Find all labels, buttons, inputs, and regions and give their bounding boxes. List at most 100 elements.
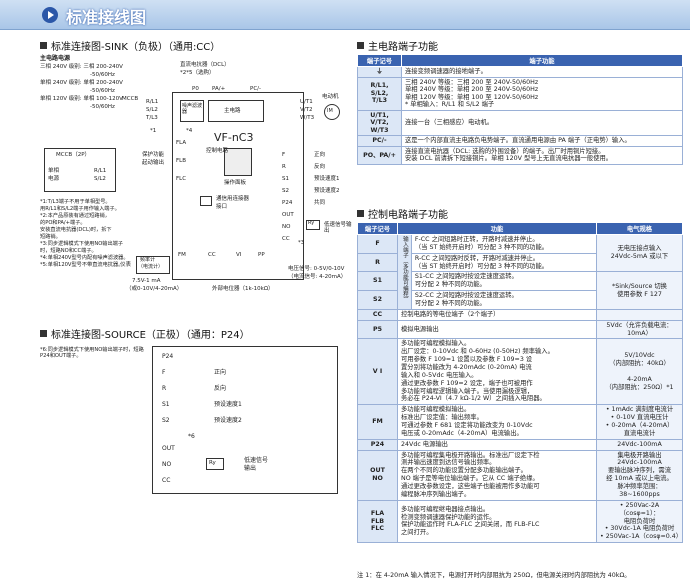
meter-spec-2: （或0-10V/4-20mA） (126, 286, 183, 292)
sink-note-6: 短路销。 (40, 234, 61, 240)
main-terminal-symbol: PO、PA/+ (357, 145, 402, 166)
power-line-4: -50/60Hz (90, 88, 115, 94)
flc-terminal: FLC (176, 176, 187, 182)
function-line: （当 ST 始终开启时）可分配 3 种不同的功能。 (414, 262, 549, 270)
power-title: 主电路电源 (40, 55, 71, 62)
function-line: 置分别将功能改为 4-20mAdc (0-20mA) 电流 (401, 364, 532, 372)
reverse-label: 反向 (314, 164, 326, 170)
dcl-note: *2*5（选购） (180, 70, 215, 76)
function-line: 标准出厂设定值：输出频率。 (401, 414, 483, 422)
main-terminal-symbol: ⏚ (357, 66, 402, 78)
function-line: 三相 240V 等级：三相 200 至 240V-50/60Hz (405, 78, 539, 86)
control-terminal-symbol: V I (357, 338, 398, 406)
cc-terminal: CC (282, 236, 290, 242)
source-cc: CC (162, 477, 171, 484)
meter-spec-1: 7.5V-1 mA (132, 278, 161, 284)
pa-terminal: PA/+ (212, 86, 226, 92)
ctrl-header-term: 端子记号 (357, 222, 398, 235)
meter-icon (136, 256, 170, 274)
fla-terminal: FLA (176, 140, 187, 146)
relay-icon (306, 220, 320, 230)
no-terminal: NO (282, 224, 291, 230)
source-s2: S2 (162, 417, 170, 424)
sink-note-8: 时，短路NO和CC端子。 (40, 248, 97, 254)
potentiometer-label: 外部电位器（1k-10kΩ） (212, 286, 274, 292)
function-line: 可通过参数 F 681 设定将功能改变为 0-10Vdc (401, 422, 533, 430)
source-ry: Ry (209, 460, 216, 466)
square-bullet-icon (357, 42, 364, 49)
function-line: 控制电路的等电位端子（2个端子） (401, 310, 500, 318)
function-line: 之间打开。 (401, 529, 433, 537)
function-line: 连接变频调速器的接地端子。 (405, 68, 487, 75)
connector-label: 通信用连接器 (216, 196, 250, 202)
main-terminal-row: PO、PA/+连接直流电抗器（DCL: 选购的外围设备）的端子。出厂时用铜片短接… (357, 145, 683, 166)
source-p24: P24 (162, 353, 174, 360)
function-line: 模拟电源输出 (401, 325, 439, 333)
control-terminal-function: 多功能可编程模拟输入。出厂设定：0-10Vdc 和 0-60Hz (0-50Hz… (397, 338, 597, 406)
motor-label: 电动机 (322, 94, 339, 100)
source-note: *6:同步逻辑模式下使用NO输出端子时，短路P24和OUT端子。 (40, 347, 144, 359)
dcl-label: 直流电抗器（DCL） (180, 62, 230, 68)
source-reverse: 反向 (214, 385, 227, 392)
function-line: 出厂设定：0-10Vdc 和 0-60Hz (0-50Hz) 频率输入。 (401, 348, 554, 356)
main-terminal-symbol: PC/- (357, 135, 402, 147)
main-circuit-label: 主电路 (224, 108, 241, 114)
p0-terminal: P0 (192, 86, 199, 92)
star1-note: *1 (150, 128, 157, 134)
vt2-terminal: V/T2 (300, 107, 313, 113)
forward-label: 正向 (314, 152, 326, 158)
function-line: 输入和 0-5Vdc 电压输入。 (401, 371, 478, 379)
freq-meter-label: 频率计 (140, 257, 156, 263)
square-bullet-icon (357, 210, 364, 217)
mccb2-box (44, 148, 116, 192)
ammeter-label: （电流计） (138, 264, 164, 270)
function-line: S1-CC 之间短路时按设定速度运转。 (414, 273, 518, 281)
control-terminal-symbol: S2 (357, 290, 398, 310)
source-f: F (162, 369, 166, 376)
main-header-func: 端子功能 (401, 54, 683, 67)
function-line: 多功能可编程集电极开路输出。标准出厂设定下检 (401, 451, 540, 459)
mccb-label: MCCB (122, 96, 139, 102)
meter-label: 仪表 (120, 262, 132, 268)
ry-label: Ry (308, 220, 315, 226)
control-terminal-symbol: P24 (357, 438, 398, 451)
page-title: 标准接线图 (66, 8, 147, 27)
source-out: OUT (162, 445, 175, 452)
function-line: 连接直流电抗器（DCL: 选购的外围设备）的端子。出厂时用铜片短接。 (405, 147, 605, 155)
square-bullet-icon (40, 330, 47, 337)
power-line-6: -50/60Hz (90, 104, 115, 110)
header-arrow-icon (42, 7, 58, 23)
sink-note-7: *3:同步逻辑模式下使用NO输出端子 (40, 241, 124, 247)
s1-terminal: S1 (282, 176, 289, 182)
source-low-speed: 低速信号 (244, 457, 269, 464)
main-terminal-row: ⏚连接变频调速器的接地端子。 (357, 66, 683, 78)
control-terminal-function: R-CC 之间短路时反转，开路时减速并停止。（当 ST 始终开启时）可分配 3 … (410, 252, 598, 273)
motor-text: IM (327, 108, 333, 114)
source-no: NO (162, 461, 172, 468)
pc-terminal: PC/- (250, 86, 261, 92)
control-terminal-function: 多功能可编程集电极开路输出。标准出厂设定下检测并输出速度到达信号输出频率。在两个… (397, 449, 597, 501)
function-line: 保护功能运作时 FLA-FLC 之间关闭，而 FLB-FLC (401, 521, 540, 529)
power-line-2: -50/60Hz (90, 72, 115, 78)
control-terminal-spec: 5V/10Vdc（内部阻抗：40kΩ）4-20mA（内部阻抗：250Ω）*1 (596, 338, 683, 406)
source-forward: 正向 (214, 369, 227, 376)
tl3-terminal: T/L3 (146, 115, 158, 121)
source-star6: *6 (188, 433, 195, 440)
sink-note-3: *2:本产品原装有通过短路销， (40, 213, 110, 219)
main-terminal-function: 这是一个内部直流主电路负电势端子。直流通用电源由 PA 端子（正电势）输入。 (401, 135, 683, 147)
function-line: 通过更改参数设定，这些端子也能被用作多功能可 (401, 483, 540, 491)
main-terminal-function: 连接直流电抗器（DCL: 选购的外围设备）的端子。出厂时用铜片短接。安装 DCL… (401, 145, 683, 166)
power-line-3: 单相 240V 级别: 单相 200-240V (40, 80, 123, 86)
sink-note-2: 用R/L1和S/L2端子用作输入端子。 (40, 206, 120, 212)
rl1-terminal: R/L1 (146, 99, 159, 105)
